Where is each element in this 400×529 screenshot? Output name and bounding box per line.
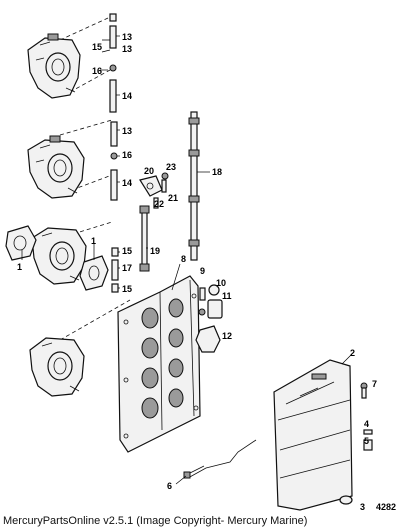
callout-16-b: 16 — [122, 150, 132, 160]
cap-10[interactable] — [208, 284, 220, 296]
callout-8: 8 — [181, 254, 186, 264]
callout-3: 3 — [360, 502, 365, 512]
callout-23: 23 — [166, 162, 176, 172]
linkage-rods[interactable] — [109, 13, 119, 293]
screw-21-22-23[interactable] — [153, 172, 169, 209]
callout-22: 22 — [154, 199, 164, 209]
callout-15-c: 15 — [122, 284, 132, 294]
callout-16-top: 16 — [92, 66, 102, 76]
callout-4: 4 — [364, 419, 369, 429]
intake-manifold-8[interactable] — [117, 275, 201, 453]
callout-10: 10 — [216, 278, 226, 288]
gasket-12[interactable] — [195, 325, 221, 353]
callout-21: 21 — [168, 193, 178, 203]
callout-12: 12 — [222, 331, 232, 341]
plate-11[interactable] — [207, 299, 223, 319]
callout-15-b: 15 — [122, 246, 132, 256]
callout-14-top: 14 — [122, 91, 132, 101]
screw-7[interactable] — [360, 382, 368, 399]
callout-13-b: 13 — [122, 126, 132, 136]
fitting-9[interactable] — [198, 287, 206, 316]
callout-7: 7 — [372, 379, 377, 389]
washer-4[interactable] — [363, 429, 373, 435]
carburetor-2[interactable] — [27, 135, 85, 199]
callout-2: 2 — [350, 348, 355, 358]
image-copyright-caption: MercuryPartsOnline v2.5.1 (Image Copyrig… — [3, 515, 308, 527]
callout-1-right: 1 — [91, 236, 96, 246]
callout-11: 11 — [222, 291, 232, 301]
callout-20: 20 — [144, 166, 154, 176]
throttle-link-18[interactable] — [188, 111, 200, 261]
carburetor-4[interactable] — [29, 337, 85, 397]
cover-2[interactable] — [273, 359, 353, 511]
callout-9: 9 — [200, 266, 205, 276]
callouts: 13 15 13 16 14 13 16 14 20 23 18 21 22 1… — [17, 32, 396, 512]
callout-13-mid: 13 — [122, 44, 132, 54]
grommet-3[interactable] — [339, 495, 353, 505]
carburetor-3[interactable] — [31, 227, 87, 285]
callout-17: 17 — [122, 263, 132, 273]
gasket-right[interactable] — [79, 255, 109, 291]
figure-number: 4282 — [376, 502, 396, 512]
parts-diagram: 13 15 13 16 14 13 16 14 20 23 18 21 22 1… — [5, 13, 396, 512]
callout-19: 19 — [150, 246, 160, 256]
fuel-line-6[interactable] — [183, 439, 257, 479]
callout-14-b: 14 — [122, 178, 132, 188]
gasket-left[interactable] — [5, 225, 37, 261]
carburetor-1[interactable] — [27, 33, 81, 99]
callout-15-top: 15 — [92, 42, 102, 52]
callout-leaders — [21, 35, 353, 485]
bushing-5[interactable] — [363, 439, 373, 451]
callout-18: 18 — [212, 167, 222, 177]
link-19[interactable] — [139, 205, 150, 272]
callout-6: 6 — [167, 481, 172, 491]
callout-1-left: 1 — [17, 262, 22, 272]
callout-5: 5 — [364, 436, 369, 446]
lever-20[interactable] — [139, 175, 163, 197]
callout-13-top: 13 — [122, 32, 132, 42]
